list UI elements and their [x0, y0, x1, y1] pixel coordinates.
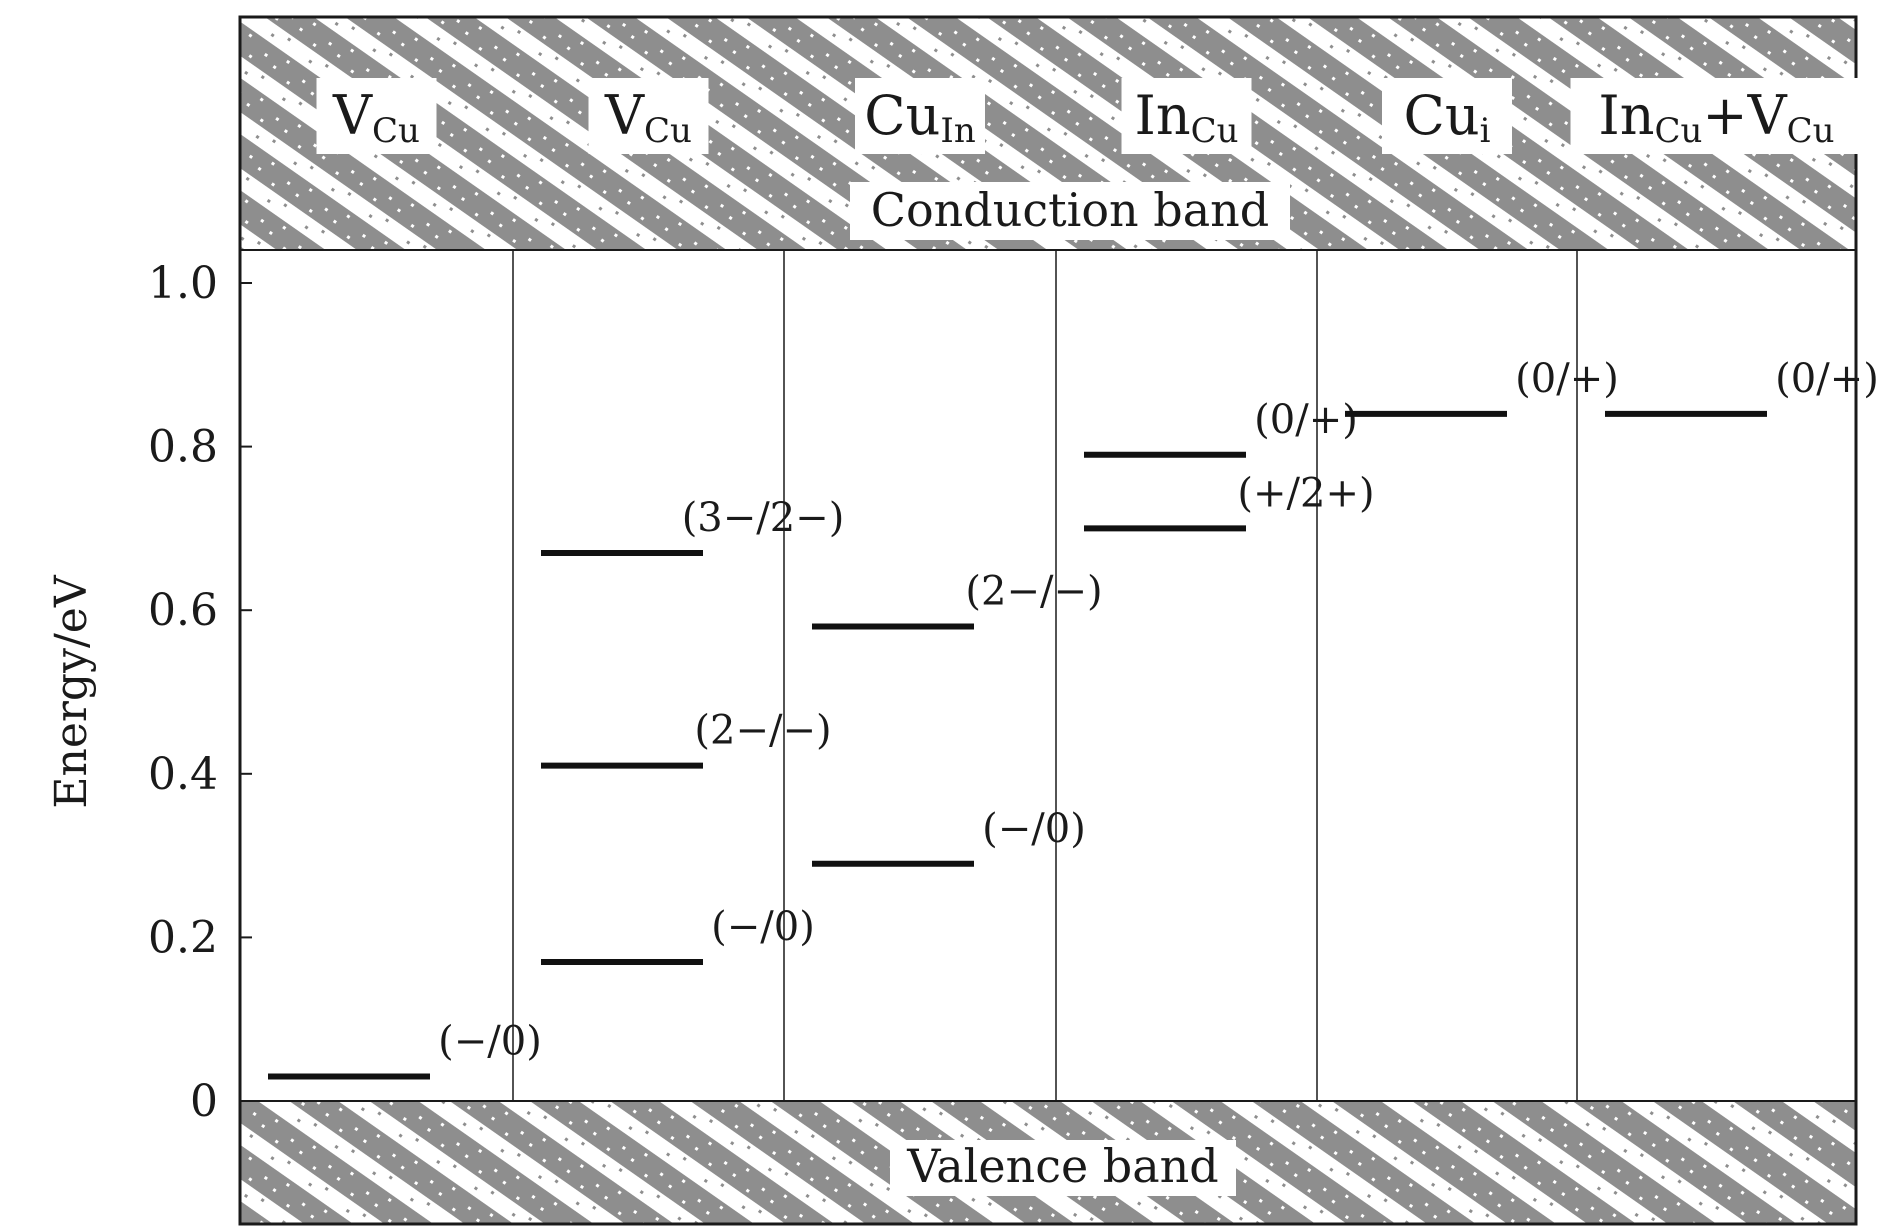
plot-frame — [238, 15, 1858, 1226]
column-header-bg — [855, 78, 985, 154]
conduction-band-label-bg — [850, 182, 1290, 240]
column-header: VCu — [604, 84, 692, 151]
y-tick-label: 0.4 — [148, 749, 218, 800]
defect-level-label: (0/+) — [1775, 356, 1879, 402]
column-header-bg — [1382, 78, 1512, 154]
defect-level-label: (0/+) — [1515, 356, 1619, 402]
column-header-bg — [316, 78, 437, 154]
y-tick-label: 0 — [190, 1076, 218, 1127]
defect-level-label: (0/+) — [1254, 397, 1358, 443]
header-subscript: Cu — [644, 111, 692, 151]
y-tick-label: 0.2 — [148, 912, 218, 963]
defect-level-label: (3−/2−) — [682, 495, 845, 541]
defect-levels: (−/0) (3−/2−) (2−/−) (−/0) (2−/−) (−/0) (0/+) (… — [268, 356, 1879, 1080]
y-tick-label: 0.8 — [148, 422, 218, 473]
defect-level-label: (2−/−) — [965, 569, 1102, 615]
column-header: CuIn — [864, 84, 975, 151]
column-header: InCu+VCu — [1598, 84, 1834, 151]
header-subscript: i — [1480, 111, 1491, 151]
valence-band-label-bg — [890, 1140, 1236, 1196]
column-header: VCu — [332, 84, 420, 151]
conduction-band-label: Conduction band — [871, 183, 1269, 237]
y-axis-ticks: 0 0.2 0.4 0.6 0.8 1.0 — [148, 258, 252, 1127]
defect-level-label: (−/0) — [711, 904, 815, 950]
column-dividers — [512, 250, 1578, 1101]
y-tick-label: 1.0 — [148, 258, 218, 309]
header-subscript: Cu — [372, 111, 420, 151]
header-text: Cu — [1404, 84, 1480, 147]
defect-level-label: (+/2+) — [1237, 470, 1374, 516]
header-text: In — [1598, 84, 1654, 147]
header-subscript: Cu — [1787, 111, 1835, 151]
column-header-bg — [1121, 78, 1252, 154]
header-subscript: In — [940, 111, 975, 151]
header-text: V — [332, 84, 373, 147]
defect-level-label: (−/0) — [438, 1018, 542, 1064]
y-tick-label: 0.6 — [148, 585, 218, 636]
y-axis-label: Energy/eV — [46, 574, 97, 808]
header-text: Cu — [864, 84, 940, 147]
column-header: Cui — [1404, 84, 1491, 151]
header-text: V — [604, 84, 645, 147]
header-text: In — [1134, 84, 1190, 147]
header-subscript: Cu — [1191, 111, 1239, 151]
column-header-bg — [1570, 78, 1863, 154]
header-text: +V — [1702, 84, 1787, 147]
defect-level-label: (2−/−) — [694, 708, 831, 754]
header-subscript: Cu — [1655, 111, 1703, 151]
column-header-bg — [588, 78, 709, 154]
column-header: InCu — [1134, 84, 1238, 151]
defect-level-label: (−/0) — [982, 806, 1086, 852]
valence-band-label: Valence band — [906, 1139, 1219, 1193]
